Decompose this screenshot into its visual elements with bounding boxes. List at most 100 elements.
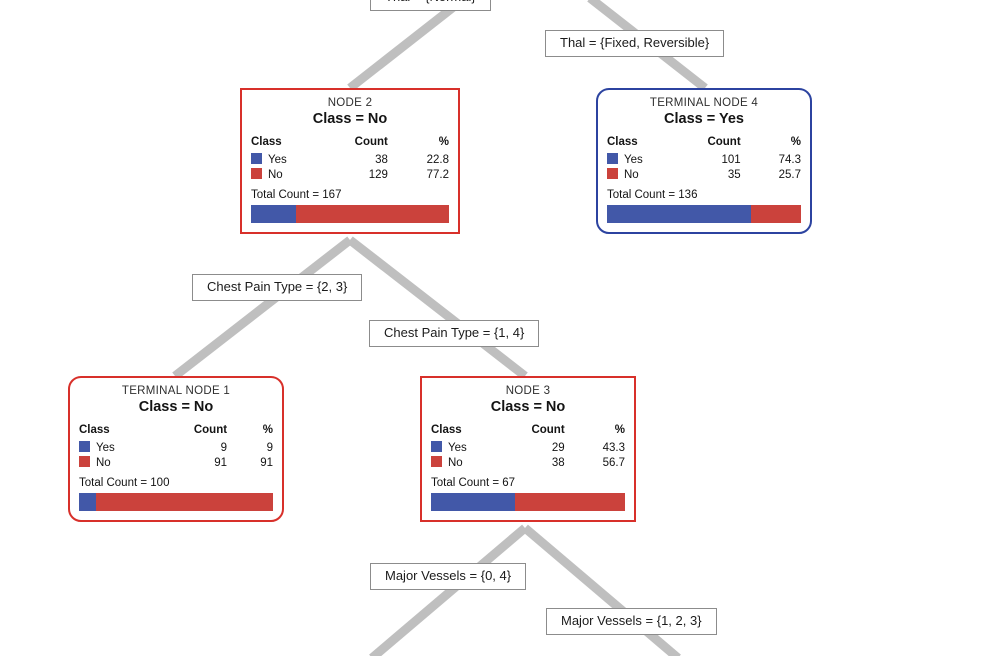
header-class: Class: [607, 136, 638, 148]
legend-swatch-yes: [251, 153, 262, 164]
node-distribution-bar: [79, 493, 273, 511]
node-class-label: Class = No: [138, 399, 214, 415]
node-title: TERMINAL NODE 4: [649, 97, 759, 109]
table-row: Yes 9 9: [79, 440, 273, 455]
header-count: Count: [193, 424, 228, 436]
edge-label-major-vessels-1-2-3[interactable]: Major Vessels = {1, 2, 3}: [546, 608, 717, 635]
edge-root-to-node2: [347, 0, 468, 92]
row-pct: 22.8: [426, 153, 449, 166]
table-header-row: Class Count %: [431, 424, 625, 440]
row-class-yes: Yes: [251, 152, 313, 167]
node-card-node-2[interactable]: NODE 2 Class = No Class Count % Yes 38 2…: [240, 88, 460, 234]
bar-segment-no: [296, 205, 449, 223]
node-distribution-bar: [251, 205, 449, 223]
row-class-yes: Yes: [431, 440, 492, 455]
edge-node2-to-terminal1: [172, 236, 353, 380]
node-class-label: Class = No: [490, 399, 566, 415]
node-total-count: Total Count = 167: [251, 189, 342, 201]
row-pct: 91: [260, 456, 273, 469]
row-count: 38: [551, 456, 565, 469]
node-class-label: Class = No: [312, 111, 388, 127]
legend-swatch-no: [79, 456, 90, 467]
row-count: 35: [727, 168, 741, 181]
row-label: No: [96, 457, 111, 469]
row-pct: 74.3: [778, 153, 801, 166]
edge-label-thal-normal[interactable]: Thal = {Normal}: [370, 0, 491, 11]
legend-swatch-no: [607, 168, 618, 179]
row-label: No: [624, 169, 639, 181]
node-distribution-bar: [431, 493, 625, 511]
node-class-label: Class = Yes: [664, 111, 744, 127]
row-label: No: [268, 169, 283, 181]
node-card-node-3[interactable]: NODE 3 Class = No Class Count % Yes 29 4…: [420, 376, 636, 522]
header-count: Count: [354, 136, 388, 148]
row-label: Yes: [448, 442, 467, 454]
row-class-no: No: [431, 455, 492, 470]
node-stats-table: Class Count % Yes 9 9 No 91 91: [79, 424, 273, 470]
table-row: No 35 25.7: [607, 167, 801, 182]
node-stats-table: Class Count % Yes 101 74.3 No 35 25.7: [607, 136, 801, 182]
table-row: Yes 29 43.3: [431, 440, 625, 455]
header-class: Class: [251, 136, 282, 148]
row-class-no: No: [251, 167, 313, 182]
legend-swatch-no: [251, 168, 262, 179]
table-row: No 91 91: [79, 455, 273, 470]
bar-segment-yes: [79, 493, 97, 511]
node-distribution-bar: [607, 205, 801, 223]
bar-segment-no: [515, 493, 625, 511]
header-class: Class: [79, 424, 110, 436]
node-total-count: Total Count = 67: [431, 477, 516, 489]
header-pct: %: [614, 424, 625, 436]
node-title: NODE 3: [505, 385, 551, 397]
node-card-terminal-node-4[interactable]: TERMINAL NODE 4 Class = Yes Class Count …: [596, 88, 812, 234]
row-count: 91: [214, 456, 228, 469]
edge-label-chest-pain-1-4[interactable]: Chest Pain Type = {1, 4}: [369, 320, 540, 347]
row-label: Yes: [268, 154, 287, 166]
row-pct: 9: [266, 441, 273, 454]
table-header-row: Class Count %: [251, 136, 449, 152]
row-count: 38: [375, 153, 388, 166]
header-pct: %: [262, 424, 273, 436]
table-header-row: Class Count %: [79, 424, 273, 440]
edge-label-thal-fixed-reversible[interactable]: Thal = {Fixed, Reversible}: [545, 30, 725, 57]
row-label: Yes: [96, 442, 115, 454]
node-stats-table: Class Count % Yes 38 22.8 No 129 77.2: [251, 136, 449, 182]
row-pct: 43.3: [602, 441, 625, 454]
row-pct: 77.2: [426, 168, 449, 181]
node-total-count: Total Count = 136: [607, 189, 698, 201]
legend-swatch-yes: [431, 441, 442, 452]
edge-node2-to-node3: [347, 236, 528, 380]
bar-segment-no: [96, 493, 273, 511]
legend-swatch-yes: [607, 153, 618, 164]
edge-label-major-vessels-0-4[interactable]: Major Vessels = {0, 4}: [370, 563, 527, 590]
row-pct: 56.7: [602, 456, 625, 469]
edge-node3-to-left-child: [369, 524, 528, 656]
table-row: Yes 101 74.3: [607, 152, 801, 167]
node-total-count: Total Count = 100: [79, 477, 170, 489]
bar-segment-yes: [431, 493, 515, 511]
header-class: Class: [431, 424, 462, 436]
row-label: No: [448, 457, 463, 469]
node-card-terminal-node-1[interactable]: TERMINAL NODE 1 Class = No Class Count %…: [68, 376, 284, 522]
row-label: Yes: [624, 154, 643, 166]
table-row: No 129 77.2: [251, 167, 449, 182]
edge-label-chest-pain-2-3[interactable]: Chest Pain Type = {2, 3}: [192, 274, 363, 301]
header-pct: %: [790, 136, 801, 148]
row-class-no: No: [607, 167, 668, 182]
node-title: TERMINAL NODE 1: [121, 385, 231, 397]
legend-swatch-no: [431, 456, 442, 467]
table-row: Yes 38 22.8: [251, 152, 449, 167]
bar-segment-yes: [607, 205, 752, 223]
legend-swatch-yes: [79, 441, 90, 452]
header-pct: %: [438, 136, 449, 148]
row-class-yes: Yes: [607, 152, 668, 167]
row-class-yes: Yes: [79, 440, 146, 455]
row-pct: 25.7: [778, 168, 801, 181]
row-count: 29: [551, 441, 565, 454]
bar-segment-yes: [251, 205, 297, 223]
edge-node3-to-right-child: [522, 524, 681, 656]
row-count: 101: [721, 153, 741, 166]
bar-segment-no: [751, 205, 801, 223]
